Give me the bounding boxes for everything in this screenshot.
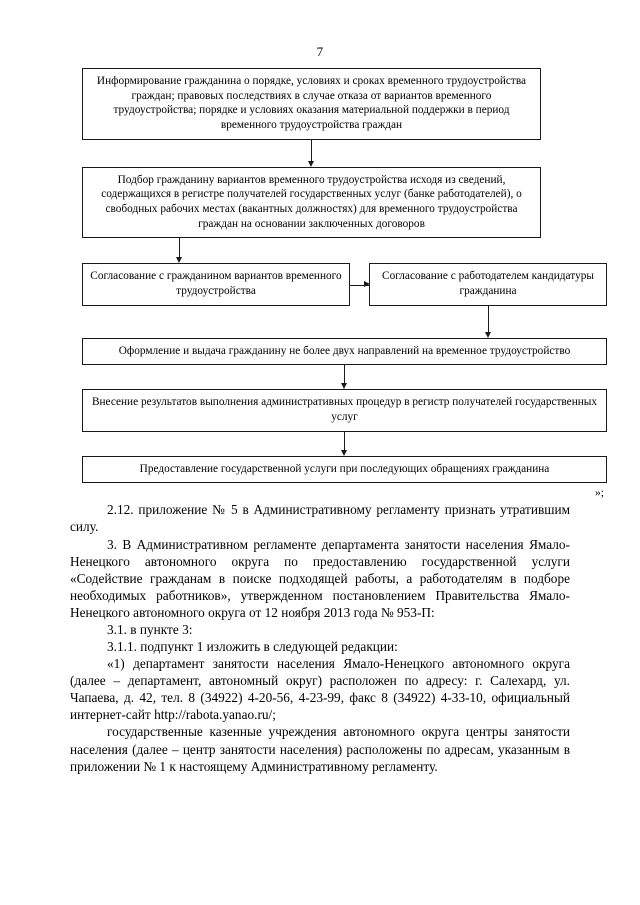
body-text: 2.12. приложение № 5 в Административному… <box>0 499 640 774</box>
flowchart-node-3-left: Согласование с гражданином вариантов вре… <box>82 263 350 306</box>
paragraph-quote-1: «1) департамент занятости населения Ямал… <box>70 656 570 723</box>
arrow-head-icon <box>307 160 314 167</box>
paragraph-3-1: 3.1. в пункте 3: <box>107 621 193 637</box>
flowchart-edge-3left-to-3right <box>350 281 370 288</box>
flowchart-node-3-right-label: Согласование с работодателем кандидатуры… <box>382 270 594 298</box>
flowchart-node-2-label: Подбор гражданину вариантов временного т… <box>101 173 522 230</box>
flowchart-node-2: Подбор гражданину вариантов временного т… <box>82 166 541 239</box>
paragraph-quote-2: государственные казенные учреждения авто… <box>70 724 570 774</box>
edge-stem <box>179 238 180 259</box>
arrow-head-icon <box>340 383 347 390</box>
flowchart-edge-1-to-2 <box>82 139 622 167</box>
edge-stem <box>344 365 345 385</box>
arrow-head-icon <box>484 331 491 338</box>
flowchart-node-5-label: Внесение результатов выполнения админист… <box>91 396 598 424</box>
flowchart-edge-3right-to-4 <box>82 305 622 338</box>
paragraph-3-1-1: 3.1.1. подпункт 1 изложить в следующей р… <box>107 639 398 655</box>
flowchart-node-1-label: Информирование гражданина о порядке, усл… <box>96 75 527 132</box>
arrow-head-icon <box>175 257 182 264</box>
arrow-head-icon <box>364 281 370 288</box>
paragraph-3: 3. В Административном регламенте департа… <box>70 536 570 620</box>
edge-stem <box>311 139 312 162</box>
flowchart-edge-5-to-6 <box>82 431 622 456</box>
flowchart-node-3-right: Согласование с работодателем кандидатуры… <box>369 263 607 306</box>
flowchart-node-6-label: Предоставление государственной услуги пр… <box>139 462 550 475</box>
flowchart-node-1: Информирование гражданина о порядке, усл… <box>82 68 541 140</box>
paragraph-2-12: 2.12. приложение № 5 в Административному… <box>70 502 570 535</box>
flowchart-edge-4-to-5 <box>82 365 622 390</box>
flowchart-node-6: Предоставление государственной услуги пр… <box>82 455 607 484</box>
closing-quote-mark: »; <box>595 487 604 500</box>
flowchart-edge-2-to-3 <box>82 238 622 264</box>
edge-stem <box>344 431 345 451</box>
flowchart-node-4: Оформление и выдача гражданину не более … <box>82 337 607 366</box>
flowchart-node-3-left-label: Согласование с гражданином вариантов вре… <box>90 270 342 298</box>
flowchart-row-approvals: Согласование с гражданином вариантов вре… <box>82 263 607 306</box>
flowchart-node-4-label: Оформление и выдача гражданину не более … <box>118 344 571 357</box>
page-number: 7 <box>316 44 324 59</box>
flowchart-node-5: Внесение результатов выполнения админист… <box>82 389 607 432</box>
arrow-head-icon <box>340 449 347 456</box>
administrative-procedure-flowchart: Информирование гражданина о порядке, усл… <box>0 68 640 484</box>
edge-stem <box>488 305 489 333</box>
